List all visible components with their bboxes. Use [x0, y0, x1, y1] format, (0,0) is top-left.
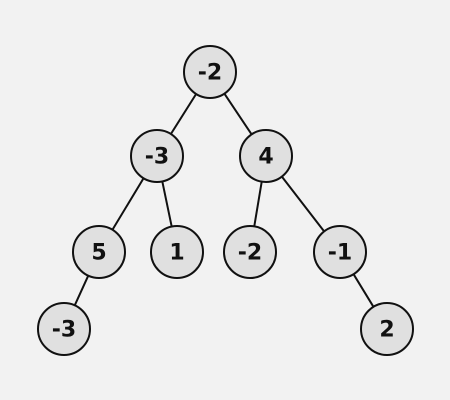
tree-node: 4 — [239, 129, 293, 183]
tree-nodes: -2 -3 4 5 1 -2 -1 -3 2 — [37, 45, 414, 356]
tree-node: -1 — [313, 225, 367, 279]
tree-node-circle — [183, 45, 237, 99]
tree-edge — [280, 175, 326, 233]
tree-node: 2 — [360, 302, 414, 356]
tree-node-label: -1 — [328, 241, 352, 266]
tree-node-circle — [223, 225, 277, 279]
tree-edge — [73, 274, 90, 307]
tree-edge — [352, 273, 375, 308]
tree-node: 1 — [150, 225, 204, 279]
tree-edge — [223, 92, 253, 136]
tree-edge — [169, 92, 198, 136]
tree-node-label: -3 — [145, 145, 169, 170]
tree-node: -2 — [223, 225, 277, 279]
tree-node-circle — [37, 302, 91, 356]
tree-node-circle — [360, 302, 414, 356]
tree-node-label: 1 — [169, 241, 184, 266]
tree-edge — [253, 180, 263, 228]
tree-node-circle — [239, 129, 293, 183]
tree-node-label: -3 — [52, 318, 76, 343]
tree-node-label: -2 — [238, 241, 262, 266]
tree-node-label: 2 — [379, 318, 394, 343]
tree-node: 5 — [72, 225, 126, 279]
tree-edges — [73, 92, 375, 308]
tree-node-circle — [150, 225, 204, 279]
tree-node-label: 4 — [258, 145, 273, 170]
tree-node-circle — [72, 225, 126, 279]
tree-node: -3 — [37, 302, 91, 356]
tree-edge — [111, 177, 145, 231]
tree-node: -3 — [130, 129, 184, 183]
tree-node-label: 5 — [91, 241, 106, 266]
tree-edge — [161, 180, 173, 228]
tree-node: -2 — [183, 45, 237, 99]
tree-node-label: -2 — [198, 61, 222, 86]
tree-node-circle — [130, 129, 184, 183]
tree-node-circle — [313, 225, 367, 279]
